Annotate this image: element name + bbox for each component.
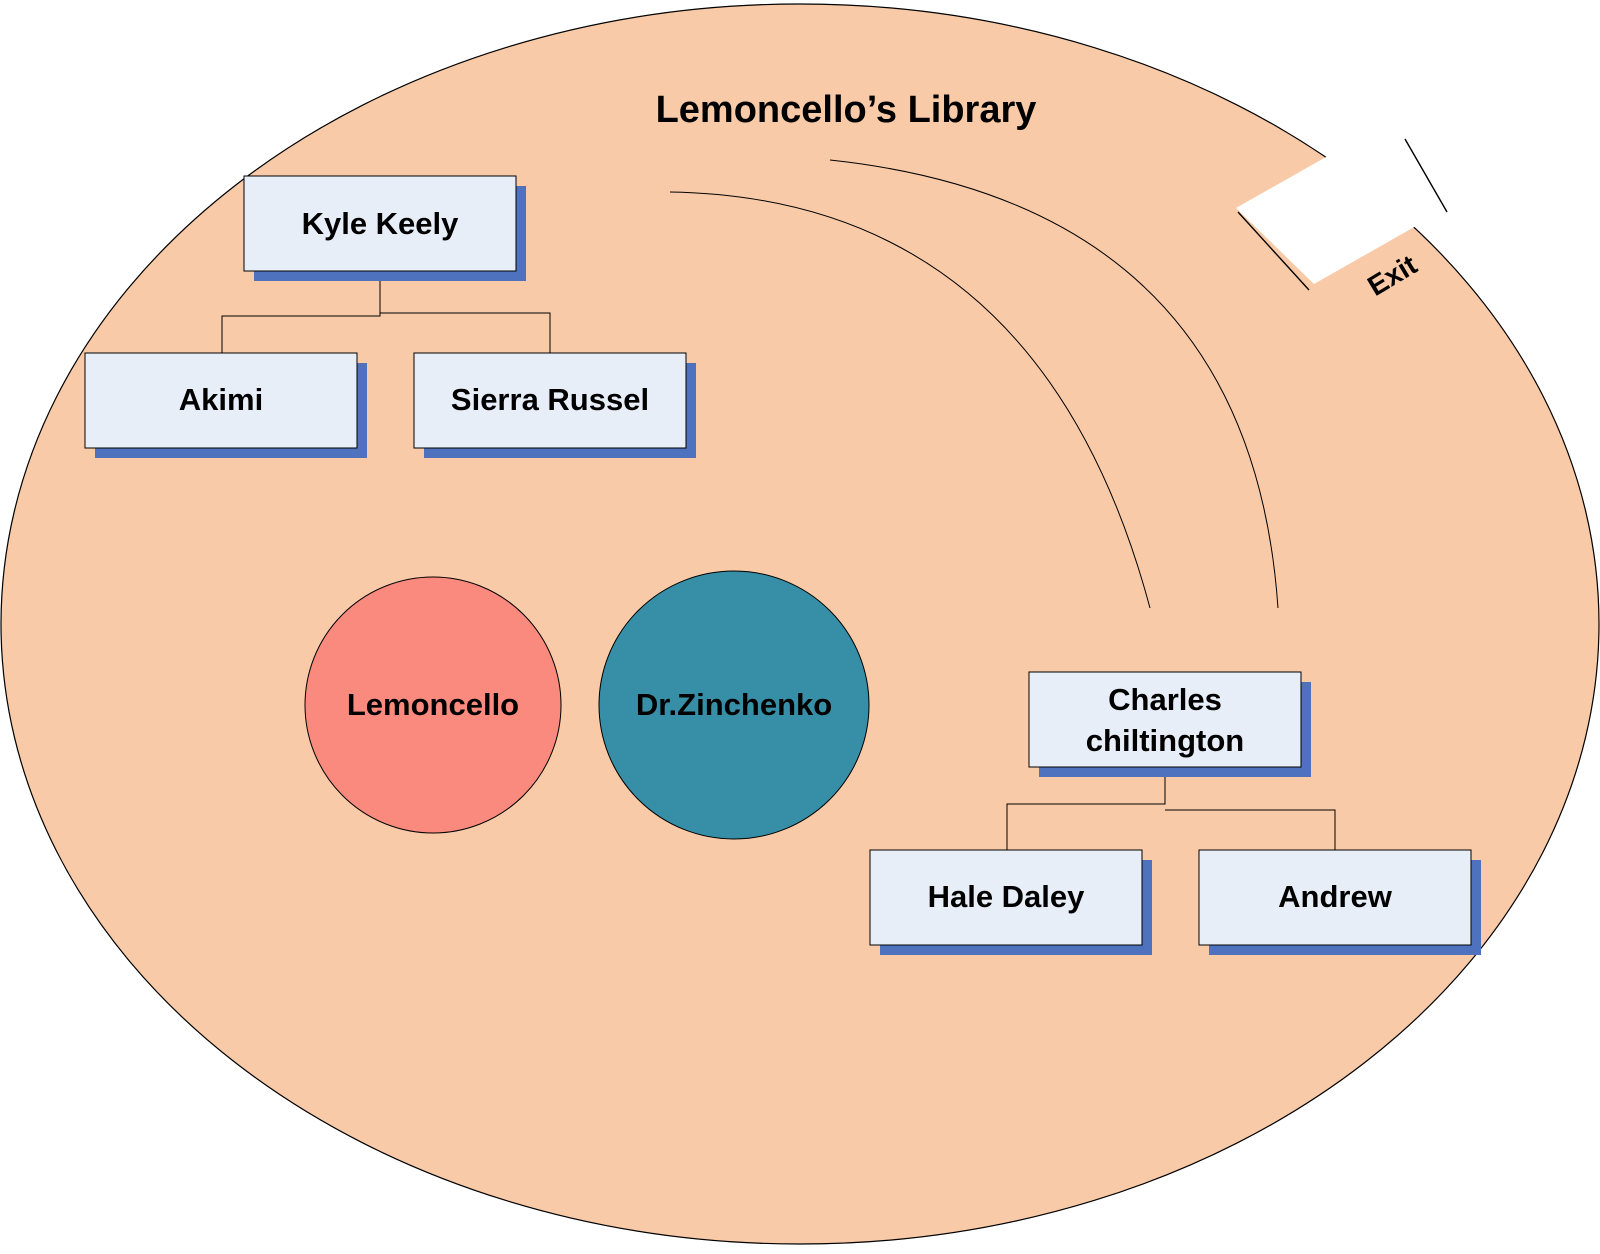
arc-inner — [669, 191, 1151, 609]
connector-charles-andrew — [1165, 809, 1336, 850]
page-title: Lemoncello’s Library — [656, 89, 1037, 131]
box-kyle-keely: Kyle Keely — [243, 175, 526, 281]
box-label: Andrew — [1278, 879, 1393, 914]
exit-gap — [1236, 144, 1430, 284]
connector-kyle — [221, 273, 381, 353]
circle-dr-zinchenko: Dr.Zinchenko — [598, 570, 870, 840]
circle-label: Dr.Zinchenko — [636, 687, 832, 722]
circle-lemoncello: Lemoncello — [304, 576, 562, 834]
box-sierra-russel: Sierra Russel — [413, 352, 696, 458]
circle-label: Lemoncello — [347, 687, 519, 722]
box-andrew: Andrew — [1198, 849, 1481, 955]
connector-charles — [1006, 770, 1166, 850]
org-chart-charles: Charles chiltington Hale Daley Andrew — [869, 671, 1481, 955]
box-akimi: Akimi — [84, 352, 367, 458]
exit-door-left — [1237, 211, 1310, 291]
box-label: Hale Daley — [928, 879, 1086, 914]
box-label: Akimi — [179, 382, 263, 417]
box-label-line-2: chiltington — [1086, 723, 1244, 758]
exit-door-right — [1404, 138, 1448, 213]
connector-kyle-sierra — [380, 312, 551, 353]
box-charles-chiltington: Charles chiltington — [1028, 671, 1311, 777]
box-hale-daley: Hale Daley — [869, 849, 1152, 955]
box-label: Kyle Keely — [302, 206, 460, 241]
org-chart-kyle: Kyle Keely Akimi Sierra Russel — [84, 175, 696, 458]
arc-outer — [829, 159, 1279, 609]
box-label: Sierra Russel — [451, 382, 649, 417]
box-label-line-1: Charles — [1108, 682, 1222, 717]
